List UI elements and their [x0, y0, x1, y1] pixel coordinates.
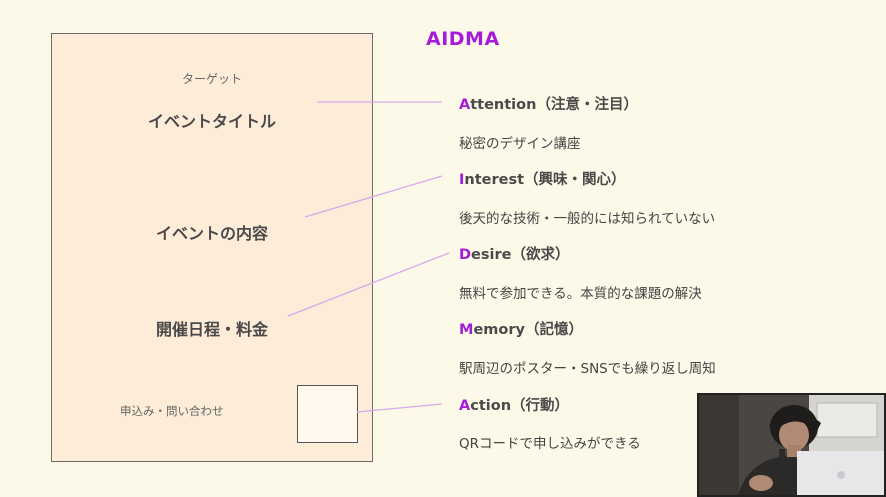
- page-title: AIDMA: [426, 28, 500, 50]
- flyer-date-fee: 開催日程・料金: [155, 320, 268, 339]
- flyer-mockup: ターゲット イベントタイトル イベントの内容 開催日程・料金 申込み・問い合わせ: [51, 33, 373, 462]
- step-interest: Interest（興味・関心）: [459, 168, 626, 189]
- step-description: 後天的な技術・一般的には知られていない: [459, 211, 716, 227]
- step-memory: Memory（記憶）: [459, 318, 583, 339]
- step-initial: I: [459, 172, 465, 188]
- presenter-video-frame: [699, 395, 884, 495]
- step-label: esire（欲求）: [471, 247, 570, 263]
- step-initial: A: [459, 398, 471, 414]
- step-desire: Desire（欲求）: [459, 243, 569, 264]
- step-label: ttention（注意・注目）: [470, 97, 638, 113]
- step-attention: Attention（注意・注目）: [459, 93, 638, 114]
- step-label: nterest（興味・関心）: [464, 172, 626, 188]
- flyer-apply-contact: 申込み・問い合わせ: [120, 404, 224, 418]
- step-initial: M: [459, 322, 474, 338]
- flyer-event-title: イベントタイトル: [147, 112, 276, 131]
- step-description: 秘密のデザイン講座: [459, 136, 581, 152]
- step-action: Action（行動）: [459, 394, 569, 415]
- presenter-webcam: [697, 393, 886, 497]
- step-label: emory（記憶）: [473, 322, 583, 338]
- flyer-event-content: イベントの内容: [155, 224, 268, 243]
- flyer-target-label: ターゲット: [181, 72, 242, 86]
- step-initial: D: [459, 247, 472, 263]
- step-description: 無料で参加できる。本質的な課題の解決: [459, 286, 702, 302]
- qr-code-placeholder: [297, 385, 358, 443]
- step-description: QRコードで申し込みができる: [459, 436, 641, 452]
- step-label: ction（行動）: [470, 398, 570, 414]
- step-initial: A: [459, 97, 471, 113]
- step-description: 駅周辺のポスター・SNSでも繰り返し周知: [459, 361, 716, 377]
